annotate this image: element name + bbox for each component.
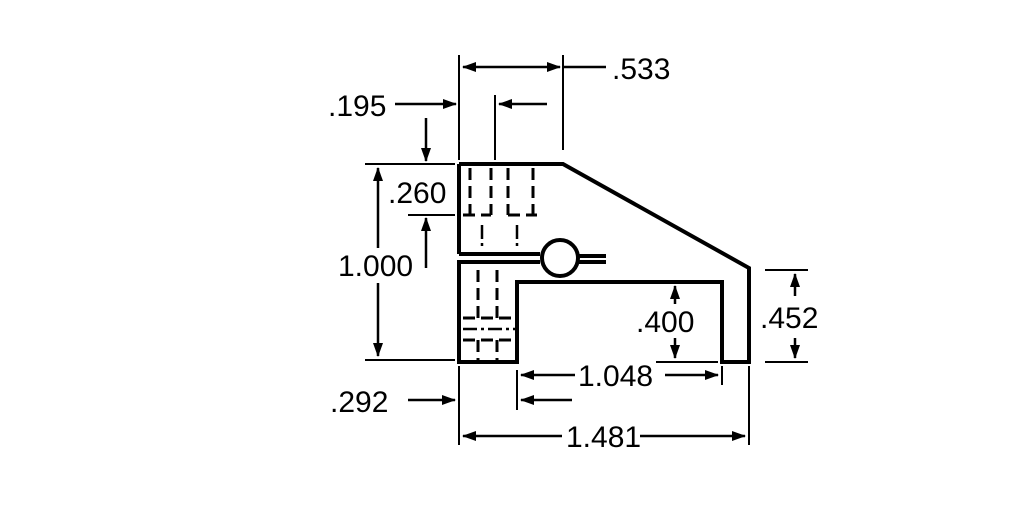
- dim-label-leg-height: .452: [760, 302, 818, 335]
- dim-label-top-width: .533: [612, 53, 670, 86]
- dim-label-hole-offset: .195: [328, 90, 386, 123]
- dim-label-left-wall: .292: [330, 386, 388, 419]
- part-outline: [457, 162, 751, 364]
- upper-body-outline: [457, 162, 751, 364]
- dim-label-overall-length: 1.481: [566, 421, 641, 454]
- dim-label-hole-depth: .260: [388, 177, 446, 210]
- dimension-labels: .533 .195 .260 1.000 .400 .452 .292 1.04…: [328, 53, 818, 454]
- dimension-lines: [373, 62, 800, 441]
- pin-circle: [540, 238, 580, 278]
- extension-lines: [365, 55, 808, 445]
- dim-label-overall-height: 1.000: [338, 250, 413, 283]
- dim-label-slot-length: 1.048: [578, 360, 653, 393]
- hidden-lines: [463, 168, 537, 360]
- dim-label-slot-height: .400: [636, 306, 694, 339]
